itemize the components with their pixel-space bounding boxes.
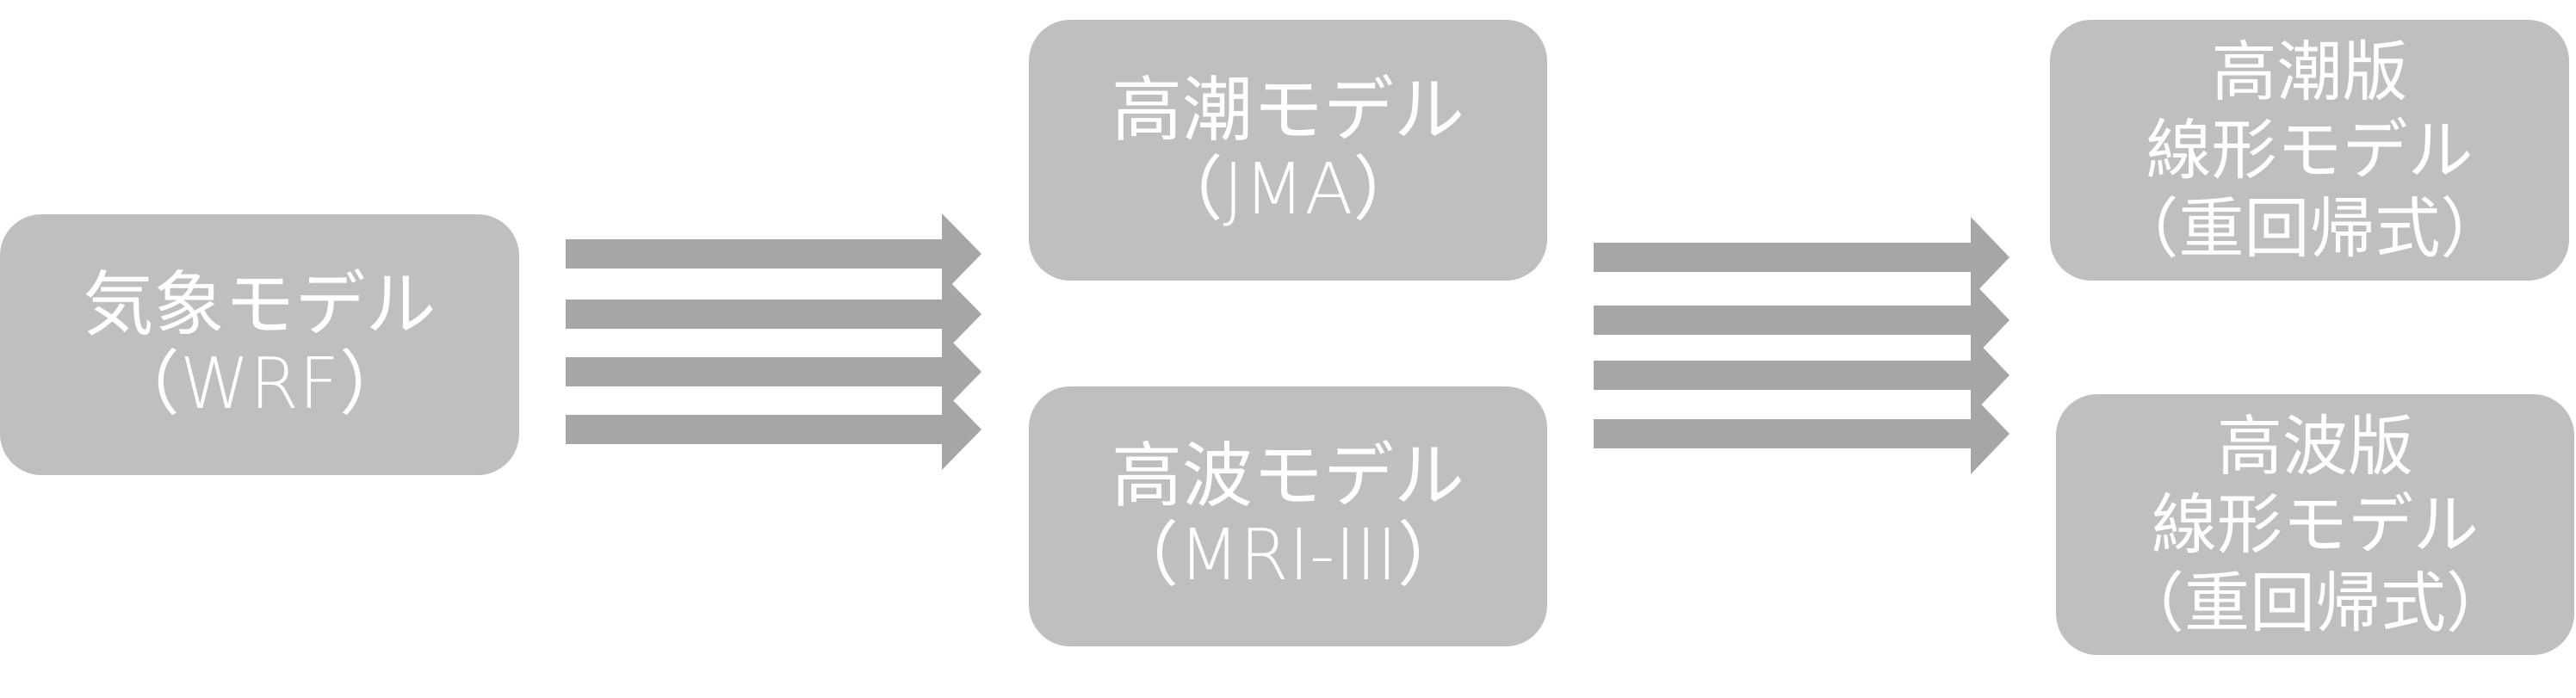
arrow-2: [566, 274, 981, 355]
storm-surge-model-subtitle: （JMA）: [1152, 148, 1424, 231]
storm-surge-model-box: 高潮モデル （JMA）: [1029, 20, 1547, 281]
wave-model-box: 高波モデル （MRI-III）: [1029, 386, 1547, 646]
weather-model-title: 気象モデル: [83, 263, 437, 346]
storm-surge-model-title: 高潮モデル: [1111, 69, 1464, 151]
arrow-8: [1594, 393, 2009, 474]
wave-model-title: 高波モデル: [1111, 435, 1464, 518]
weather-model-subtitle: （WRF）: [108, 343, 411, 425]
wave-linear-model-line-1: 高波版: [2217, 407, 2413, 485]
storm-surge-linear-model-box: 高潮版 線形モデル （重回帰式）: [2050, 20, 2569, 281]
weather-model-box: 気象モデル （WRF）: [0, 214, 519, 475]
arrow-1: [566, 213, 981, 294]
storm-surge-linear-model-line-1: 高潮版: [2211, 33, 2408, 110]
arrow-5: [1594, 217, 2009, 298]
arrow-group-models-to-linear: [1594, 217, 2009, 474]
wave-model-subtitle: （MRI-III）: [1107, 515, 1469, 596]
arrow-group-weather-to-models: [566, 213, 981, 470]
wave-linear-model-box: 高波版 線形モデル （重回帰式）: [2056, 394, 2574, 655]
storm-surge-linear-model-line-2: 線形モデル: [2146, 111, 2474, 188]
storm-surge-linear-model-line-3: （重回帰式）: [2113, 190, 2506, 268]
arrow-6: [1594, 280, 2009, 361]
arrow-3: [566, 331, 981, 412]
wave-linear-model-line-2: 線形モデル: [2152, 485, 2479, 563]
wave-linear-model-line-3: （重回帰式）: [2119, 565, 2511, 642]
arrow-7: [1594, 335, 2009, 416]
arrow-4: [566, 389, 981, 470]
